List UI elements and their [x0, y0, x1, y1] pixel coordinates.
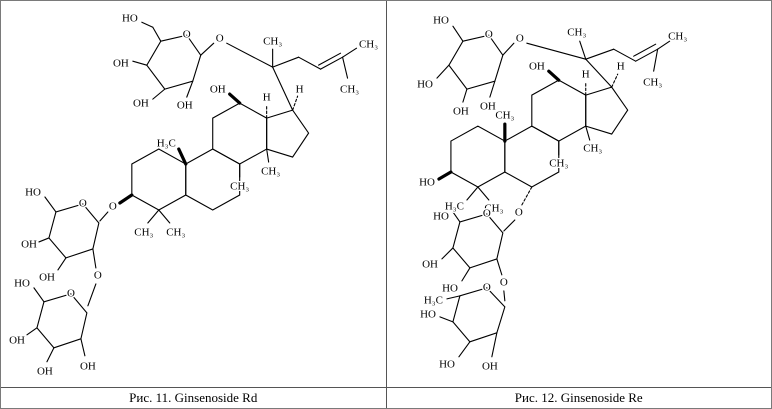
ho-label: HO: [433, 210, 449, 222]
ring-b: [185, 148, 241, 211]
glycosidic-o-label: O: [216, 33, 224, 45]
ring-a: [131, 148, 187, 211]
oh-label: OH: [481, 360, 497, 372]
ch3-label: CH₃: [261, 166, 280, 178]
oh-label: OH: [479, 101, 495, 113]
oh-label: OH: [528, 61, 544, 73]
glycosidic-o-label: O: [515, 33, 523, 45]
ch3-label: CH₃: [230, 181, 249, 193]
ring-o-label: O: [482, 207, 490, 219]
bond-skeleton: [435, 25, 670, 358]
ring-o-label: O: [482, 281, 490, 293]
bond-skeleton: [26, 21, 358, 363]
oh-label: OH: [133, 98, 149, 110]
ring-o-label: O: [67, 287, 75, 299]
ring-d: [266, 109, 310, 158]
oh-label: OH: [80, 360, 96, 372]
ho-label: HO: [25, 187, 41, 199]
oh-label: OH: [177, 100, 193, 112]
h3c-label: H₃C: [157, 138, 176, 150]
ch3-label: CH₃: [668, 31, 687, 43]
ho-label: HO: [14, 277, 30, 289]
glycosidic-o-label: O: [499, 276, 507, 288]
ch3-label: CH₃: [549, 158, 568, 170]
ho-label: HO: [420, 308, 436, 320]
ch3-label: CH₃: [263, 36, 282, 48]
h-label: H: [263, 92, 271, 104]
ho-label: HO: [419, 177, 435, 189]
ring-o-label: O: [484, 29, 492, 41]
oh-label: OH: [39, 271, 55, 283]
h3c-label: H₃C: [444, 200, 463, 212]
h-label: H: [581, 69, 589, 81]
ch3-label: CH₃: [134, 226, 153, 238]
ring-c: [212, 102, 268, 165]
oh-label: OH: [21, 238, 37, 250]
ch3-label: CH₃: [643, 77, 662, 89]
oh-label: OH: [9, 334, 25, 346]
oh-label: OH: [210, 84, 226, 96]
ch3-label: CH₃: [359, 39, 378, 51]
caption-ginsenoside-re: Рис. 12. Ginsenoside Re: [386, 387, 771, 408]
ring-c: [530, 79, 586, 142]
ch3-label: CH₃: [567, 27, 586, 39]
ho-label: HO: [417, 79, 433, 91]
caption-ginsenoside-rd: Рис. 11. Ginsenoside Rd: [1, 387, 386, 408]
oh-label: OH: [452, 106, 468, 118]
glycosidic-o-label: O: [514, 206, 522, 218]
ring-o-label: O: [183, 29, 191, 41]
ring-b: [503, 125, 559, 188]
ch3-label: CH₃: [484, 202, 503, 214]
h-label: H: [296, 84, 304, 96]
ch3-label: CH₃: [340, 84, 359, 96]
glycosidic-o-label: O: [109, 200, 117, 212]
h3c-label: H₃C: [423, 294, 442, 306]
ho-label: HO: [439, 358, 455, 370]
ch3-label: CH₃: [166, 226, 185, 238]
ring-a: [449, 125, 505, 188]
ring-o-label: O: [79, 198, 87, 210]
glycosidic-o-label: O: [94, 269, 102, 281]
ho-label: HO: [442, 282, 458, 294]
ch3-label: CH₃: [495, 110, 514, 122]
oh-label: OH: [113, 58, 129, 70]
oh-label: OH: [37, 365, 53, 377]
oh-label: OH: [422, 258, 438, 270]
h-label: H: [616, 61, 624, 73]
ch3-label: CH₃: [583, 143, 602, 155]
ho-label: HO: [122, 13, 138, 25]
ring-d: [584, 86, 628, 135]
ho-label: HO: [433, 15, 449, 27]
